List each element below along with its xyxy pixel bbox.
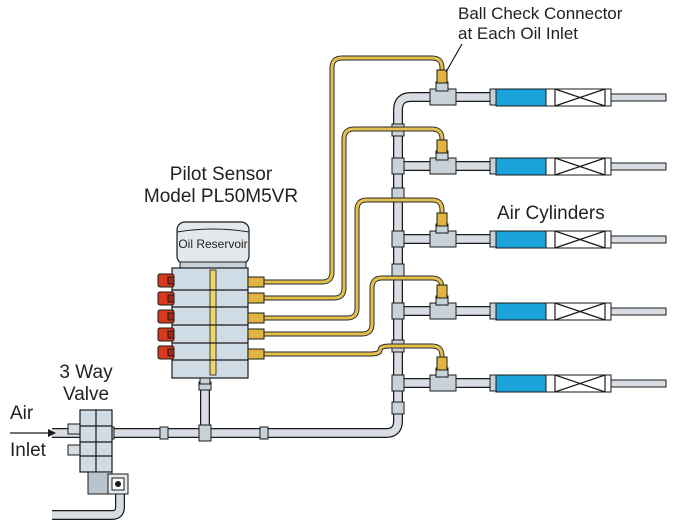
ball-check-label-line1: Ball Check Connector — [458, 4, 623, 23]
ball-check-leader — [445, 43, 463, 73]
oil-tubes — [262, 55, 445, 366]
pilot-sensor-label-line1: Pilot Sensor — [170, 164, 273, 185]
air-cylinder-2 — [489, 157, 667, 176]
pilot-sensor — [157, 221, 265, 385]
tee-1 — [429, 81, 457, 106]
tee-fittings — [429, 81, 457, 392]
oil-reservoir-label: Oil Reservoir — [178, 237, 247, 251]
valve-label-line2: Valve — [63, 384, 109, 405]
three-way-valve — [67, 409, 129, 495]
tee-4 — [429, 295, 457, 320]
ball-check-connector-2 — [436, 139, 448, 154]
air-inlet-label-line2: Inlet — [10, 440, 47, 461]
pilot-sensor-label-line2: Model PL50M5VR — [144, 186, 298, 207]
air-cylinders — [489, 88, 667, 393]
air-inlet-arrow — [10, 429, 56, 437]
oil-reservoir — [176, 221, 250, 269]
oil-outlet-fittings — [247, 276, 265, 360]
air-inlet-label-line1: Air — [10, 403, 34, 424]
air-cylinder-5 — [489, 374, 667, 393]
tee-2 — [429, 150, 457, 175]
ball-check-label-line2: at Each Oil Inlet — [458, 24, 578, 43]
red-adjustment-knobs — [157, 273, 175, 360]
air-cylinder-1 — [489, 88, 667, 107]
ball-check-connectors — [436, 69, 448, 371]
ball-check-connector-3 — [436, 212, 448, 227]
valve-label-line1: 3 Way — [59, 362, 113, 383]
ball-check-connector-5 — [436, 356, 448, 371]
tee-3 — [429, 223, 457, 248]
air-cylinder-4 — [489, 302, 667, 321]
ball-check-connector-4 — [436, 284, 448, 299]
tee-5 — [429, 367, 457, 392]
air-piping — [52, 92, 492, 520]
ball-check-connector-1 — [436, 69, 448, 84]
air-cylinders-label: Air Cylinders — [497, 203, 605, 224]
air-cylinder-3 — [489, 230, 667, 249]
